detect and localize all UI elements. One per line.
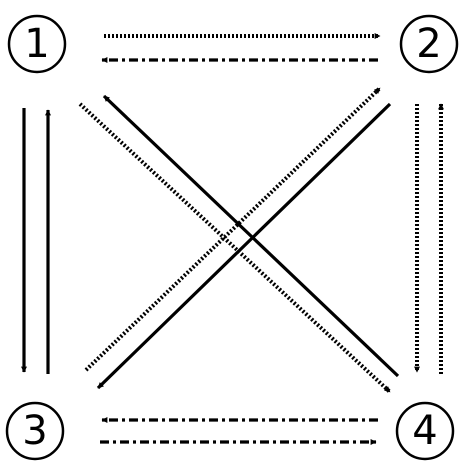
- node-3-circle: [5, 401, 65, 461]
- edge-3-to-2: [84, 86, 382, 372]
- edge-4-to-1: [102, 94, 400, 378]
- edges-layer: [21, 33, 444, 445]
- node-2-circle: [399, 14, 459, 74]
- edge-1-to-4: [78, 102, 392, 394]
- node-2-label: 2: [416, 21, 441, 67]
- node-2: 2: [399, 14, 459, 74]
- nodes-layer: 1 2 3 4: [5, 14, 459, 461]
- node-1-circle: [7, 14, 67, 74]
- node-3: 3: [5, 401, 65, 461]
- node-4: 4: [395, 401, 455, 461]
- node-1: 1: [7, 14, 67, 74]
- node-4-circle: [395, 401, 455, 461]
- edge-2-to-3: [96, 102, 392, 390]
- node-3-label: 3: [22, 408, 47, 454]
- node-1-label: 1: [24, 21, 49, 67]
- node-4-label: 4: [412, 408, 437, 454]
